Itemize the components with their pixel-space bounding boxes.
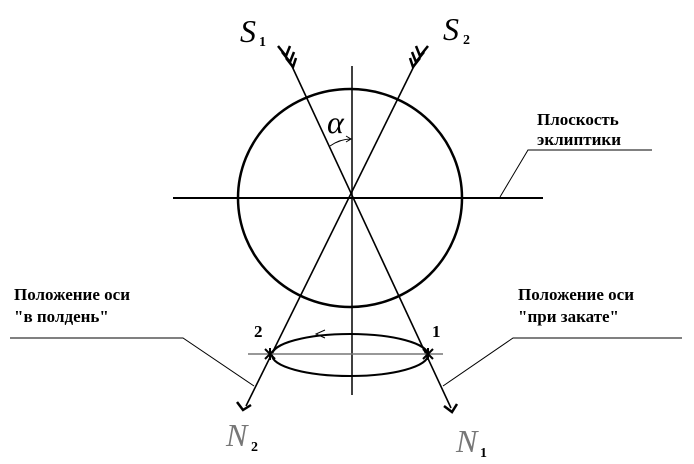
- point-2-label: 2: [254, 322, 263, 341]
- noon-label-line2: "в полдень": [14, 307, 109, 326]
- n1-arrowhead-icon: [443, 403, 459, 414]
- angle-arrow-icon: [345, 135, 352, 143]
- ecliptic-label-line2: эклиптики: [537, 130, 621, 149]
- precession-ellipse: [271, 333, 429, 377]
- point-1-label: 1: [432, 322, 441, 341]
- n2-subscript: 2: [251, 440, 258, 455]
- n1-letter: N: [455, 423, 479, 459]
- n2-arrowhead-icon: [236, 401, 252, 412]
- s1-subscript: 1: [259, 35, 266, 50]
- s2-subscript: 2: [463, 33, 470, 48]
- sunset-label-line1: Положение оси: [518, 285, 634, 304]
- point-2-marker: [264, 348, 276, 360]
- s2-feather-icon: [408, 45, 429, 70]
- noon-label-line1: Положение оси: [14, 285, 130, 304]
- n2-letter: N: [225, 417, 249, 453]
- rotation-arrow-icon: [314, 329, 326, 339]
- ecliptic-label-line1: Плоскость: [537, 110, 619, 129]
- angle-alpha-label: α: [327, 104, 345, 140]
- s1-feather-icon: [277, 45, 298, 70]
- n1-subscript: 1: [480, 446, 487, 461]
- s2-letter: S: [443, 11, 459, 47]
- ecliptic-leader: [499, 149, 652, 198]
- noon-leader: [10, 337, 255, 387]
- sunset-label-line2: "при закате": [518, 307, 619, 326]
- point-1-marker: [422, 348, 434, 360]
- s1-letter: S: [240, 13, 256, 49]
- angle-arc: [329, 138, 352, 147]
- sunset-leader: [442, 337, 682, 387]
